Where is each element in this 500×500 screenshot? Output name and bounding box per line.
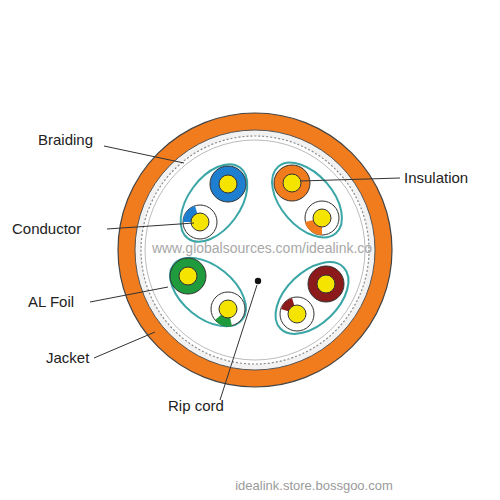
pair-loop bbox=[167, 152, 261, 254]
pair-loop bbox=[262, 249, 361, 348]
wire-green bbox=[170, 258, 206, 294]
leader-lines bbox=[90, 146, 400, 400]
part-label: Insulation bbox=[404, 170, 468, 187]
conductor bbox=[219, 175, 237, 193]
pair-loop bbox=[259, 150, 356, 251]
part-label: AL Foil bbox=[28, 294, 74, 311]
leader-line bbox=[104, 146, 184, 163]
watermark: www.globalsources.com/idealink.co bbox=[152, 241, 372, 256]
wire-white-green bbox=[211, 292, 245, 326]
conductor bbox=[317, 275, 335, 293]
leader-line bbox=[107, 223, 194, 229]
watermark: idealink.store.bossgoo.com bbox=[235, 479, 393, 493]
leader-line bbox=[90, 287, 168, 302]
part-label: Rip cord bbox=[168, 398, 224, 415]
wire-white-orange bbox=[305, 201, 339, 235]
wire-brown bbox=[308, 266, 344, 302]
braiding-ring bbox=[135, 130, 375, 370]
conductor bbox=[288, 305, 306, 323]
leader-line bbox=[220, 285, 257, 400]
rip-cord bbox=[255, 278, 261, 284]
wire-orange bbox=[274, 165, 310, 201]
part-label: Conductor bbox=[12, 221, 81, 238]
wire-blue bbox=[210, 166, 246, 202]
conductor bbox=[283, 174, 301, 192]
leader-line bbox=[300, 178, 400, 181]
wire-white-blue bbox=[183, 205, 217, 239]
conductor bbox=[313, 209, 331, 227]
pair-loop bbox=[157, 244, 258, 340]
part-label: Braiding bbox=[38, 132, 93, 149]
wire-white-brown bbox=[280, 297, 314, 331]
conductor bbox=[191, 213, 209, 231]
conductor bbox=[219, 300, 237, 318]
leader-line bbox=[94, 332, 155, 358]
conductor bbox=[179, 267, 197, 285]
jacket-ring bbox=[118, 113, 392, 387]
part-label: Jacket bbox=[46, 350, 89, 367]
